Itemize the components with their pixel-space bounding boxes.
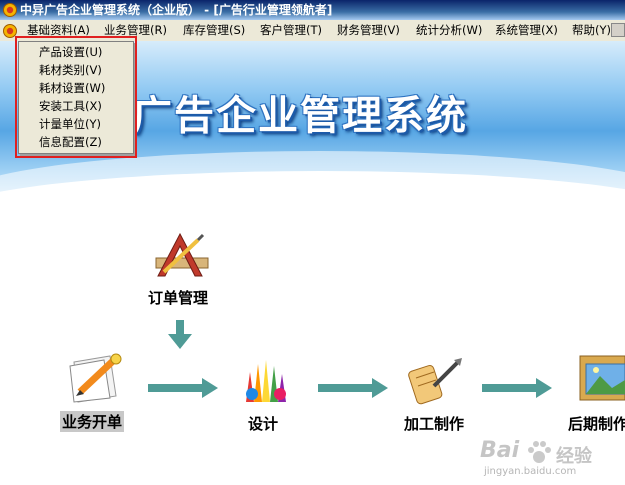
menu-business-management[interactable]: 业务管理(R)	[104, 23, 167, 37]
right-arrow-icon	[318, 378, 388, 398]
order-management-icon[interactable]	[150, 232, 212, 282]
menu-basic-data[interactable]: 基础资料(A)	[27, 23, 90, 37]
processing-label[interactable]: 加工制作	[404, 415, 465, 433]
business-order-label[interactable]: 业务开单	[60, 411, 125, 432]
title-bar: 中异广告企业管理系统（企业版） - [广告行业管理领航者]	[0, 0, 625, 20]
window-title: 中异广告企业管理系统（企业版） - [广告行业管理领航者]	[20, 3, 333, 17]
post-production-label[interactable]: 后期制作	[568, 415, 625, 433]
menu-inventory-management[interactable]: 库存管理(S)	[183, 23, 246, 37]
business-order-icon[interactable]	[64, 352, 128, 404]
watermark-brand-suffix: 经验	[556, 446, 592, 467]
app-menu-icon[interactable]	[2, 23, 18, 39]
design-label[interactable]: 设计	[248, 415, 279, 433]
watermark: Bai 经验 jingyan.baidu.com	[476, 438, 625, 480]
dropdown-item-install-tools[interactable]: 安装工具(X)	[39, 99, 102, 113]
dropdown-item-info-config[interactable]: 信息配置(Z)	[39, 135, 102, 149]
menu-bar: 基础资料(A) 业务管理(R) 库存管理(S) 客户管理(T) 财务管理(V) …	[0, 20, 625, 42]
mdi-control-button[interactable]	[611, 23, 625, 37]
dropdown-item-units[interactable]: 计量单位(Y)	[39, 117, 101, 131]
app-logo-icon	[3, 3, 17, 17]
menu-finance-management[interactable]: 财务管理(V)	[337, 23, 400, 37]
dropdown-item-product-settings[interactable]: 产品设置(U)	[39, 45, 103, 59]
design-icon[interactable]	[238, 358, 294, 404]
paw-logo-icon	[528, 441, 551, 463]
watermark-url: jingyan.baidu.com	[484, 466, 577, 477]
watermark-brand: Bai	[480, 438, 520, 463]
post-production-icon[interactable]	[576, 352, 625, 404]
dropdown-item-material-category[interactable]: 耗材类别(V)	[39, 63, 102, 77]
basic-data-dropdown: 产品设置(U) 耗材类别(V) 耗材设置(W) 安装工具(X) 计量单位(Y) …	[18, 41, 134, 154]
menu-statistics[interactable]: 统计分析(W)	[416, 23, 483, 37]
down-arrow-icon	[168, 320, 192, 349]
processing-icon[interactable]	[404, 356, 464, 406]
menu-customer-management[interactable]: 客户管理(T)	[260, 23, 322, 37]
banner-title: 广告企业管理系统	[132, 93, 468, 139]
right-arrow-icon	[148, 378, 218, 398]
menu-help[interactable]: 帮助(Y)	[572, 23, 611, 37]
dropdown-item-material-settings[interactable]: 耗材设置(W)	[39, 81, 106, 95]
right-arrow-icon	[482, 378, 552, 398]
order-management-label[interactable]: 订单管理	[148, 289, 209, 307]
menu-system-management[interactable]: 系统管理(X)	[495, 23, 558, 37]
